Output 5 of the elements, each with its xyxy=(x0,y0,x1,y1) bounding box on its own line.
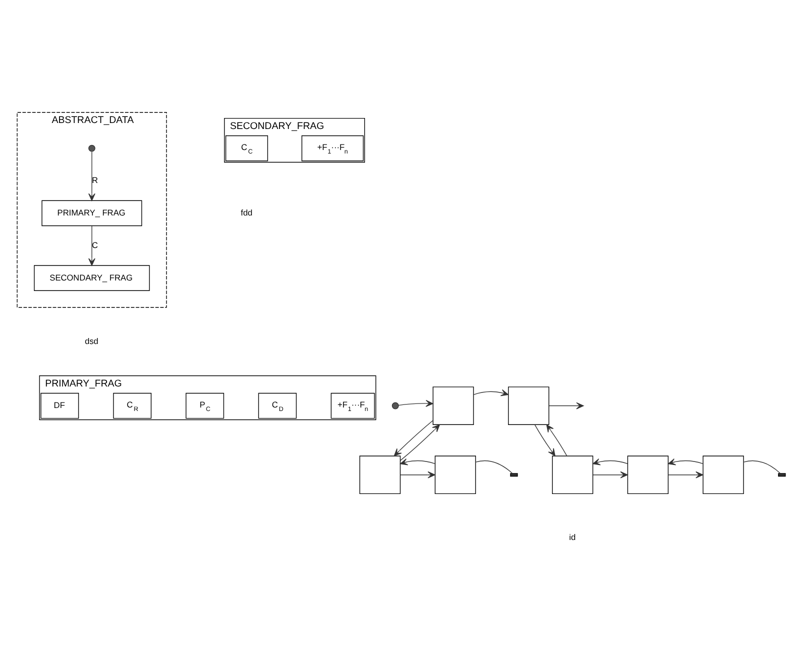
edge-label: R xyxy=(92,174,98,185)
label: dsd xyxy=(84,336,98,346)
label: id xyxy=(569,532,576,542)
label: fdd xyxy=(240,207,252,218)
edge-label: C xyxy=(92,240,98,250)
